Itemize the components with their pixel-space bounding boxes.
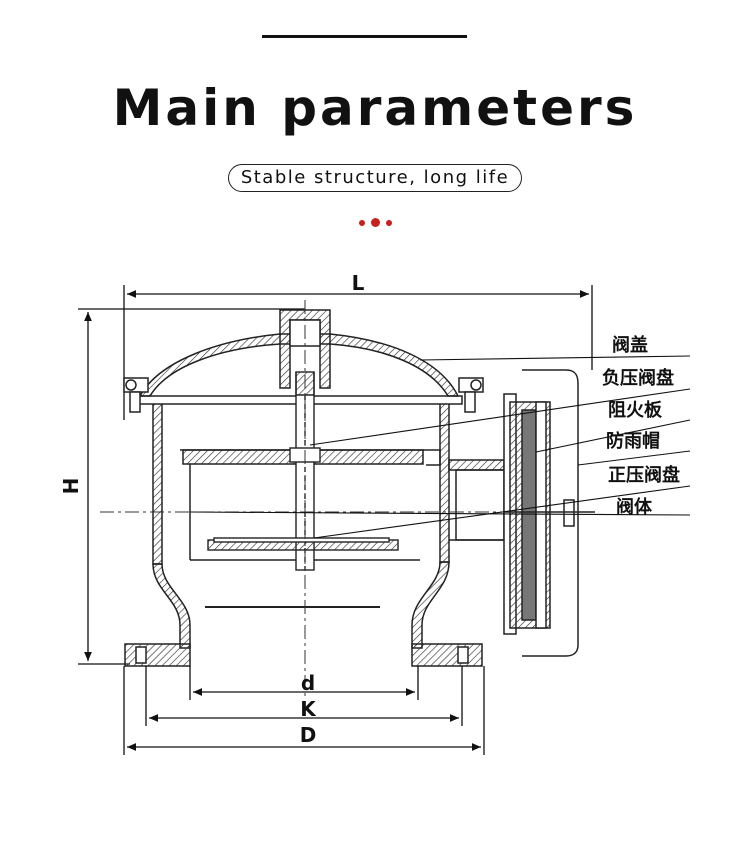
dim-label-H: H: [59, 478, 83, 495]
part-label-valve-body: 阀体: [616, 496, 653, 518]
dot-left: [358, 219, 365, 226]
dim-label-D: D: [300, 723, 317, 747]
decorative-dots: [0, 212, 750, 231]
dimension-H: [78, 308, 305, 665]
top-divider: [262, 35, 467, 38]
part-label-flame-arrester: 阻火板: [608, 399, 663, 421]
negative-pressure-disc: [207, 537, 399, 551]
dimension-L: [123, 285, 593, 420]
part-label-positive-pressure-disc: 正压阀盘: [608, 464, 680, 486]
part-label-bonnet: 阀盖: [612, 334, 648, 356]
subtitle-pill: Stable structure, long life: [227, 164, 523, 192]
dim-label-K: K: [300, 697, 317, 721]
page-title: Main parameters: [112, 79, 638, 137]
part-label-rain-hood: 防雨帽: [606, 430, 660, 452]
dimension-d-K-D: [123, 666, 485, 755]
flame-arrester-assembly: [503, 369, 595, 657]
leader-lines: [189, 355, 691, 539]
dot-middle: [370, 218, 380, 227]
dim-label-L: L: [352, 271, 365, 295]
center-lines: [100, 300, 530, 700]
part-label-negative-pressure-disc: 负压阀盘: [602, 367, 674, 389]
dot-right: [385, 219, 392, 226]
dim-label-d: d: [301, 671, 315, 695]
